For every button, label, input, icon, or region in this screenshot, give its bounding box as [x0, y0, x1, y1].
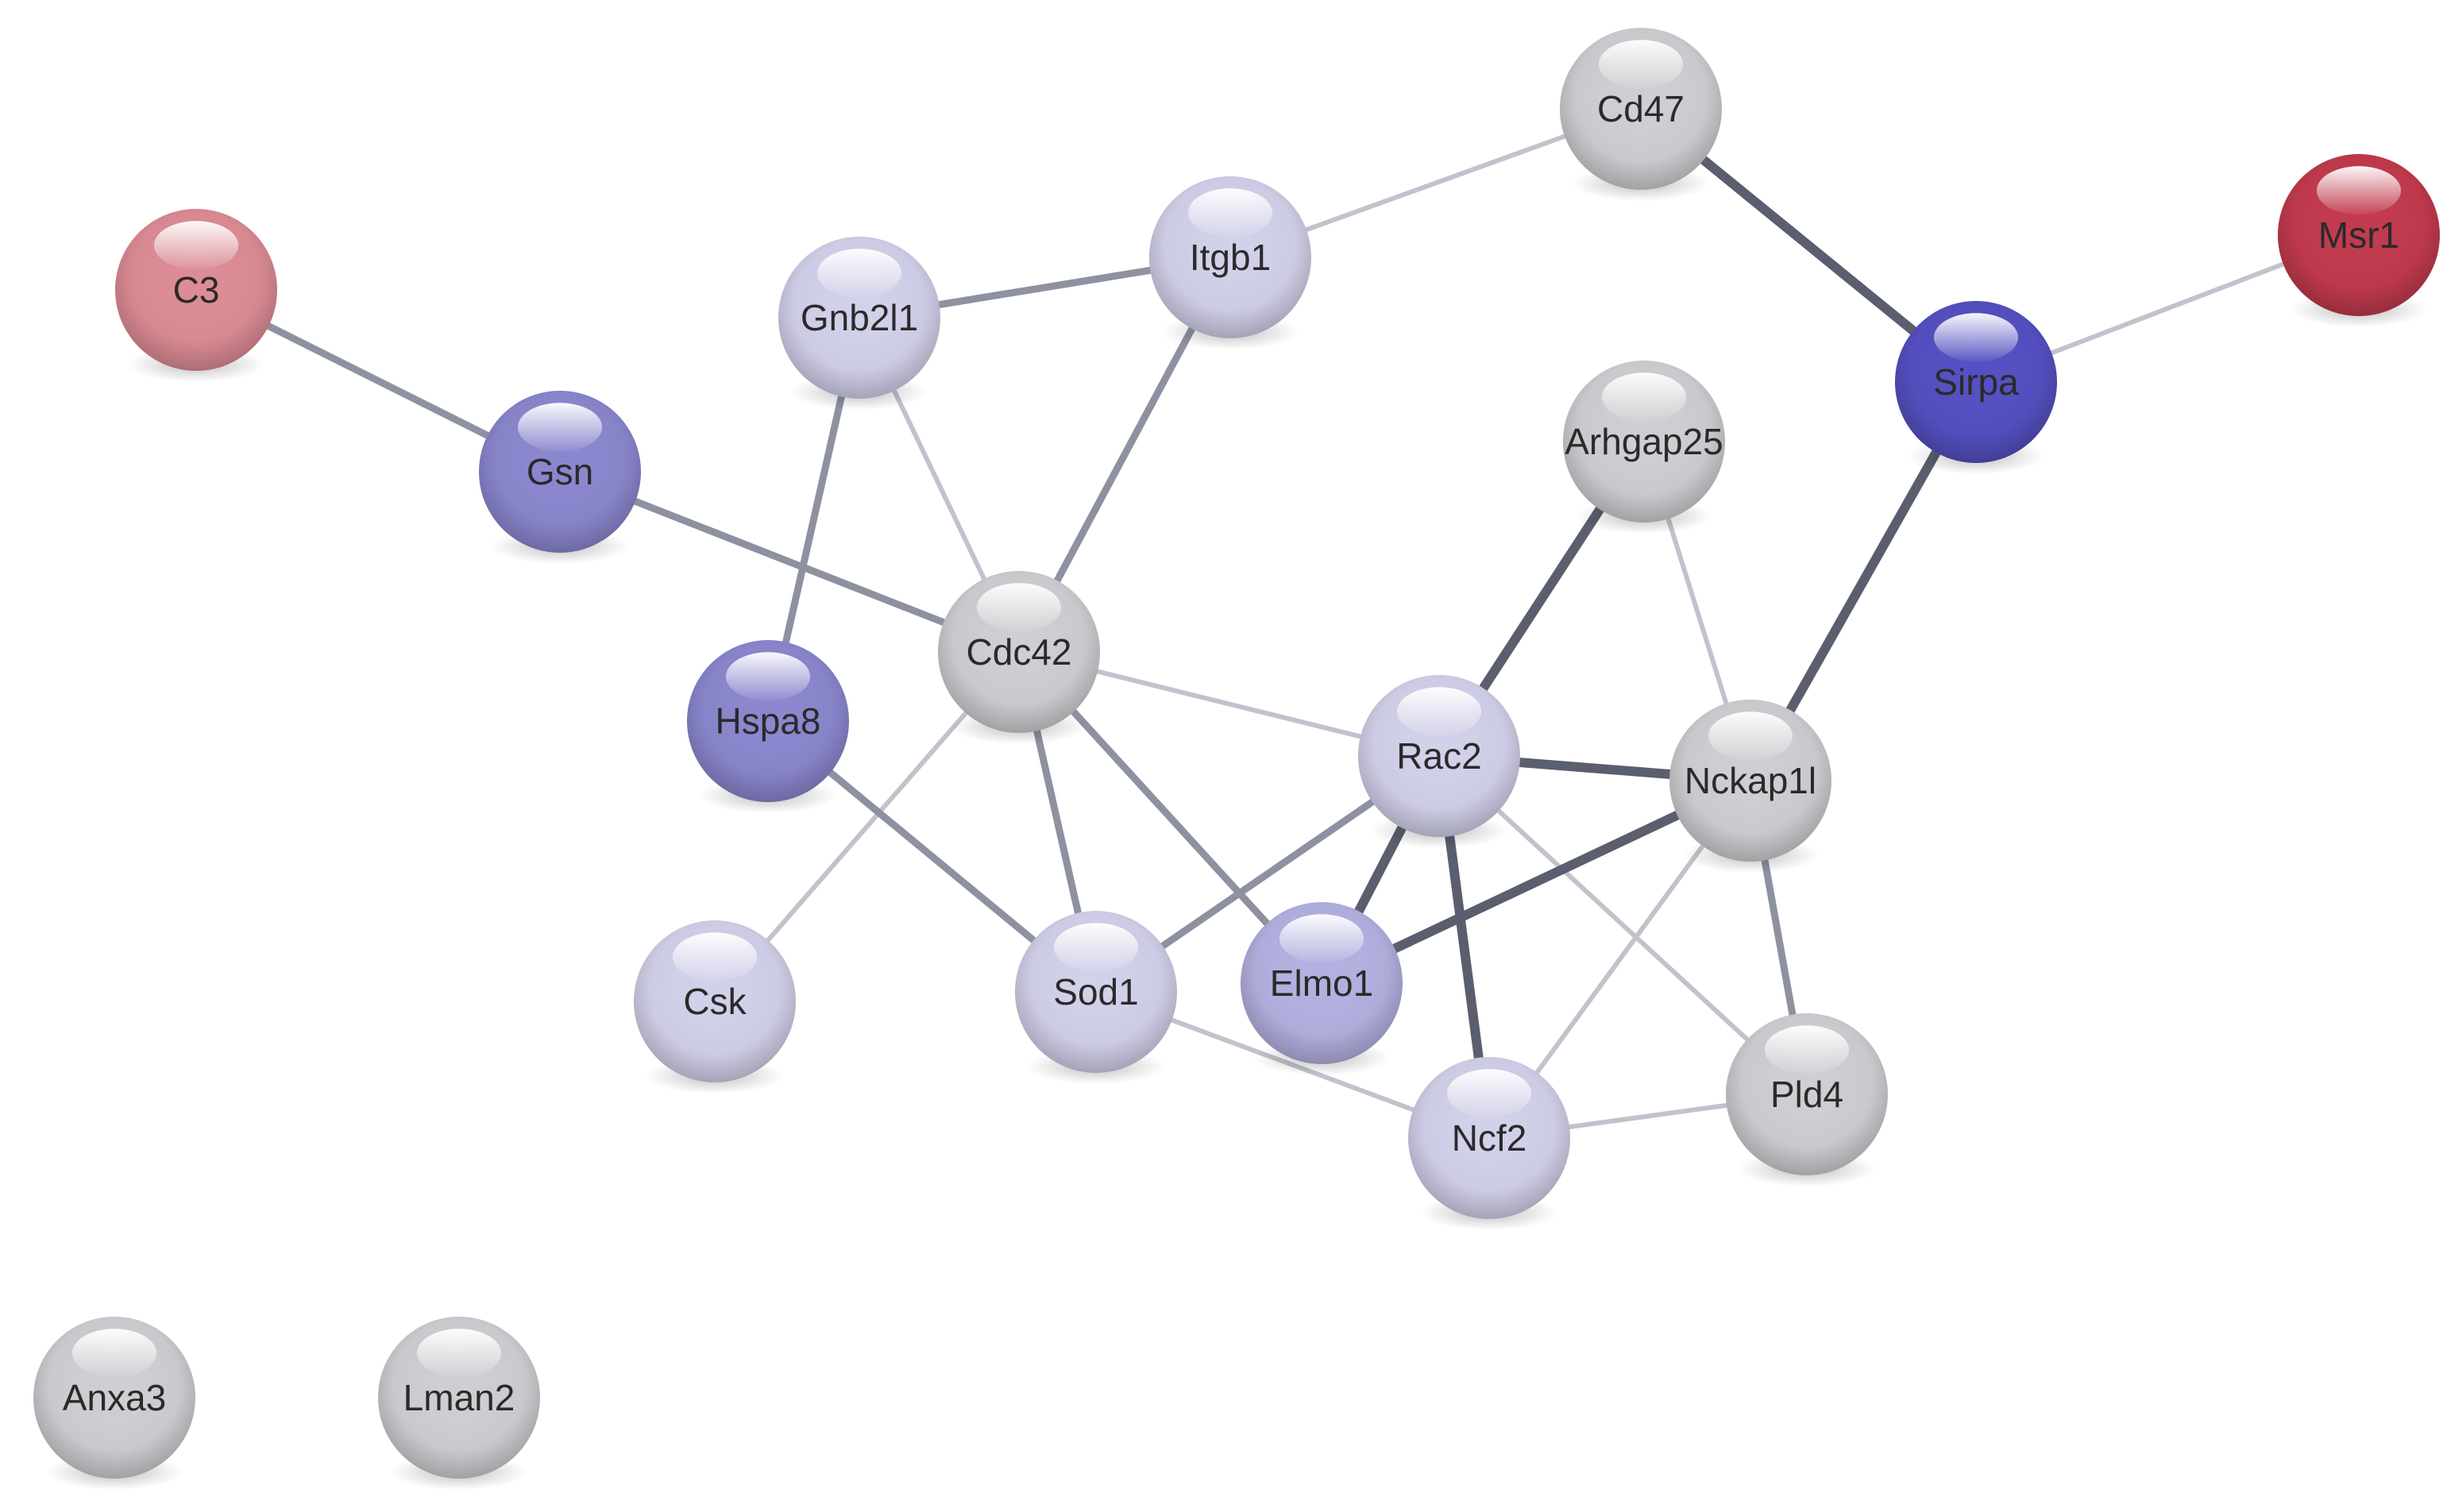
node-label: Rac2	[1396, 735, 1481, 777]
node-label: Anxa3	[63, 1377, 166, 1418]
node-label: Cd47	[1597, 88, 1685, 129]
node-arhgap25[interactable]: Arhgap25	[1563, 361, 1725, 534]
node-label: Ncf2	[1452, 1117, 1527, 1159]
node-lman2[interactable]: Lman2	[378, 1317, 540, 1491]
node-label: Itgb1	[1190, 237, 1271, 278]
node-highlight	[1446, 1069, 1532, 1118]
node-highlight	[1708, 712, 1793, 761]
node-hspa8[interactable]: Hspa8	[687, 640, 849, 814]
node-ncf2[interactable]: Ncf2	[1408, 1057, 1570, 1231]
node-sirpa[interactable]: Sirpa	[1895, 301, 2057, 475]
node-c3[interactable]: C3	[115, 209, 277, 383]
node-pld4[interactable]: Pld4	[1726, 1013, 1888, 1187]
node-nckap1l[interactable]: Nckap1l	[1669, 700, 1831, 874]
node-label: Gsn	[527, 451, 593, 492]
node-label: Nckap1l	[1685, 760, 1816, 801]
node-csk[interactable]: Csk	[634, 920, 796, 1094]
node-highlight	[517, 403, 603, 452]
node-label: C3	[173, 269, 220, 310]
node-label: Pld4	[1770, 1074, 1843, 1115]
node-cdc42[interactable]: Cdc42	[938, 571, 1100, 745]
node-highlight	[672, 932, 758, 982]
node-highlight	[1764, 1025, 1850, 1074]
node-label: Arhgap25	[1565, 421, 1723, 462]
edge-gsn-cdc42	[556, 468, 1023, 656]
node-label: Msr1	[2318, 214, 2399, 256]
node-highlight	[1279, 914, 1364, 963]
node-label: Elmo1	[1270, 962, 1373, 1004]
node-label: Lman2	[403, 1377, 515, 1418]
node-highlight	[416, 1329, 502, 1378]
node-highlight	[1053, 923, 1139, 972]
node-highlight	[725, 652, 811, 701]
node-sod1[interactable]: Sod1	[1015, 911, 1177, 1085]
node-cd47[interactable]: Cd47	[1560, 28, 1722, 202]
node-gsn[interactable]: Gsn	[479, 391, 641, 565]
node-label: Cdc42	[967, 631, 1072, 673]
node-anxa3[interactable]: Anxa3	[33, 1317, 195, 1491]
node-rac2[interactable]: Rac2	[1358, 675, 1520, 849]
node-highlight	[153, 221, 239, 270]
node-itgb1[interactable]: Itgb1	[1149, 176, 1311, 350]
node-elmo1[interactable]: Elmo1	[1241, 902, 1403, 1076]
node-gnb2l1[interactable]: Gnb2l1	[778, 237, 940, 411]
node-label: Gnb2l1	[801, 297, 918, 338]
node-highlight	[71, 1329, 157, 1378]
node-label: Hspa8	[716, 700, 821, 742]
node-msr1[interactable]: Msr1	[2278, 154, 2440, 328]
node-highlight	[1598, 40, 1684, 89]
node-highlight	[1601, 372, 1687, 422]
node-highlight	[1396, 687, 1482, 736]
node-highlight	[1933, 313, 2019, 362]
node-label: Sod1	[1053, 971, 1138, 1012]
node-label: Sirpa	[1933, 361, 2019, 403]
node-highlight	[2316, 166, 2402, 215]
node-highlight	[816, 249, 902, 298]
edge-rac2-pld4	[1437, 754, 1809, 1097]
node-highlight	[1187, 188, 1273, 237]
node-highlight	[976, 583, 1062, 632]
node-label: Csk	[683, 981, 747, 1022]
